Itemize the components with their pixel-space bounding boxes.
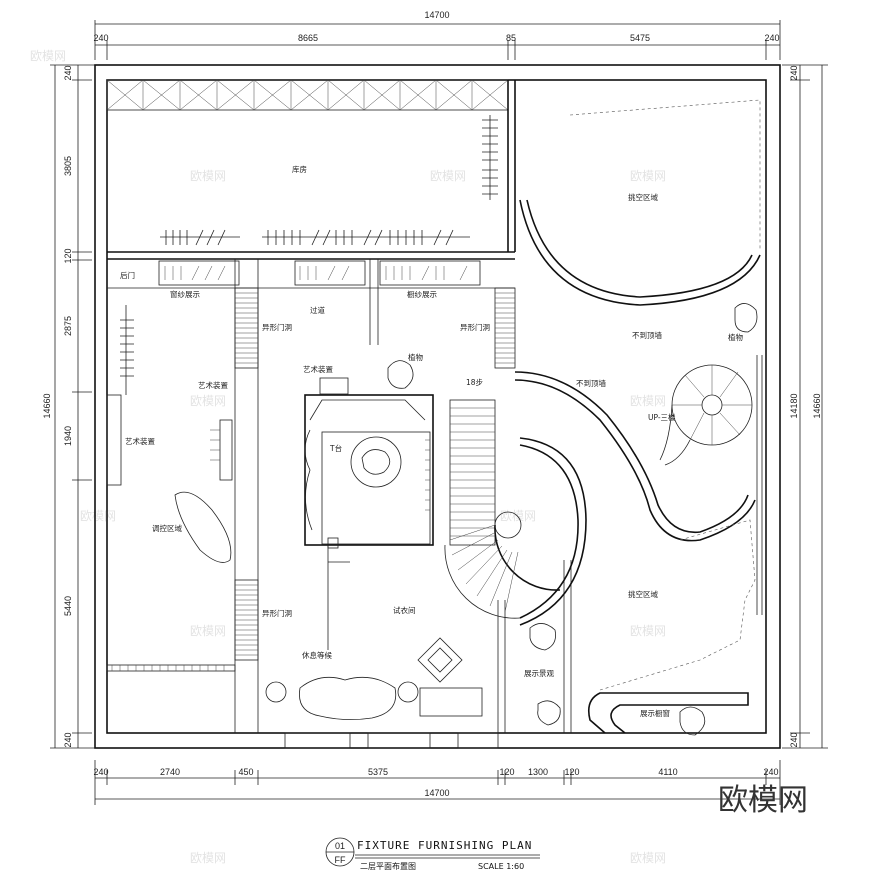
dim-bottom-seg: 240 [93,767,108,777]
drawing-scale: SCALE 1:60 [478,862,524,871]
label-display-window: 展示橱窗 [640,708,670,718]
label-stairs-18: 18步 [466,378,484,387]
watermark-text: 欧模网 [190,851,226,865]
label-art-install: 艺术装置 [303,364,333,374]
dim-top-seg: 85 [506,33,516,43]
dim-bottom-seg: 120 [499,767,514,777]
dim-right-outer: 14660 [812,393,822,418]
label-rest-area: 休息等候 [302,650,332,660]
drawing-subtitle: 二层平面布置图 [360,861,416,871]
watermark-text: 欧模网 [630,851,666,865]
label-plants: 植物 [408,352,423,362]
dim-left-seg: 2875 [63,316,73,336]
label-irregular-door: 异形门洞 [460,323,490,332]
drawing-code: FF [335,855,346,865]
dim-bottom-seg: 2740 [160,767,180,777]
label-window-display: 橱纱展示 [407,289,437,299]
title-block: 01 FF FIXTURE FURNISHING PLAN 二层平面布置图 SC… [325,837,540,871]
dim-left-seg: 3805 [63,156,73,176]
label-back-door: 后门 [120,270,135,280]
label-up-stairs: UP-三楼 [648,412,676,422]
dimension-labels: 14700 240 8665 85 5475 240 240 2740 450 … [42,10,822,798]
label-left-display: 窗纱展示 [170,289,200,299]
label-irregular-door: 异形门洞 [262,609,292,618]
watermark-text: 欧模网 [500,509,536,523]
spiral-stair [659,355,763,615]
drawing-number: 01 [335,841,345,851]
display-window [587,692,749,736]
dim-top-total: 14700 [424,10,449,20]
label-art-install: 艺术装置 [125,436,155,446]
dim-right-inner: 14180 [789,393,799,418]
watermark-text: 欧模网 [630,624,666,638]
dim-left-seg: 120 [63,248,73,263]
storage-room [106,79,516,260]
curved-stair [444,511,561,619]
watermark-text: 欧模网 [30,49,66,63]
dim-left-total: 14660 [42,393,52,418]
label-plants: 植物 [728,332,743,342]
furniture [174,303,758,726]
label-void-top: 挑空区域 [628,192,658,202]
label-art-install: 艺术装置 [198,380,228,390]
dim-bottom-seg: 120 [564,767,579,777]
dim-bottom-seg: 1300 [528,767,548,777]
watermark-pattern: 欧模网 欧模网 欧模网 欧模网 欧模网 欧模网 欧模网 欧模网 欧模网 欧模网 … [30,49,666,865]
dim-right-seg: 240 [789,732,799,747]
label-dressing-area: 调控区域 [152,523,182,533]
dimension-lines [50,20,828,805]
watermark-text: 欧模网 [190,169,226,183]
label-irregular-door: 异形门洞 [262,323,292,332]
dim-left-seg: 1940 [63,426,73,446]
dim-left-seg: 5440 [63,596,73,616]
dim-left-seg: 240 [63,732,73,747]
label-t-stage: T台 [329,443,342,453]
dim-bottom-seg: 4110 [658,767,677,777]
watermark-text: 欧模网 [630,169,666,183]
dim-right-seg: 240 [789,65,799,80]
label-void-bottom: 挑空区域 [628,589,658,599]
drawing-title: FIXTURE FURNISHING PLAN [357,839,532,852]
watermark-text: 欧模网 [190,624,226,638]
dim-top-seg: 240 [93,33,108,43]
brand-watermark: 欧模网 [718,783,808,818]
t-stage [304,377,434,650]
dim-bottom-seg: 240 [763,767,778,777]
watermark-text: 欧模网 [80,509,116,523]
dim-top-seg: 240 [764,33,779,43]
dim-top-seg: 5475 [630,33,650,43]
watermark-text: 欧模网 [430,169,466,183]
label-wall-no-top: 不到顶墙 [632,330,662,340]
dim-bottom-seg: 5375 [368,767,388,777]
dim-top-seg: 8665 [298,33,318,43]
watermark-text: 欧模网 [190,394,226,408]
label-wall-no-top: 不到顶墙 [576,378,606,388]
dim-left-seg: 240 [63,65,73,80]
straight-stair [449,399,496,546]
interior-partitions [106,259,572,749]
dim-bottom-seg: 450 [238,767,253,777]
curved-wall [514,99,761,691]
label-fitting-room: 试衣间 [393,605,416,615]
room-labels: 库房 后门 窗纱展示 过道 橱纱展示 异形门洞 异形门洞 异形门洞 艺术装置 艺… [120,164,743,718]
label-corridor: 过道 [310,305,325,315]
label-storage: 库房 [292,164,307,174]
label-display-scene: 展示景观 [524,669,554,678]
watermark-text: 欧模网 [630,394,666,408]
dim-bottom-total: 14700 [424,788,449,798]
